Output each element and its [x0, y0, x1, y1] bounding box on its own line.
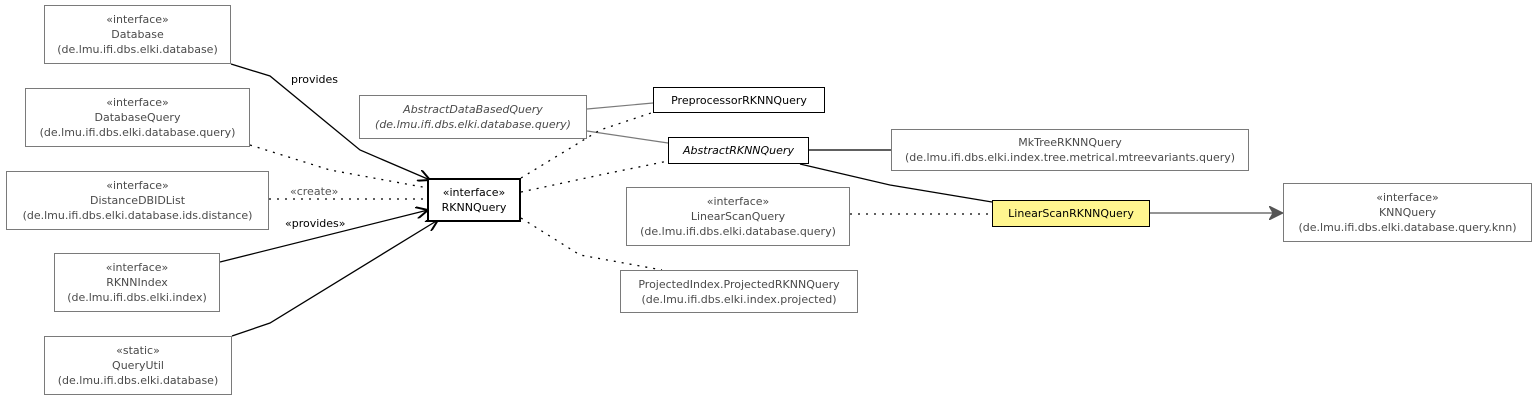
- edge-databasequery-dependency: [249, 144, 429, 189]
- class-name: LinearScanRKNNQuery: [1008, 207, 1134, 220]
- class-name: MkTreeRKNNQuery: [1018, 136, 1122, 149]
- class-abstractdatabasedquery[interactable]: AbstractDataBasedQuery (de.lmu.ifi.dbs.e…: [359, 95, 587, 139]
- package-name: (de.lmu.ifi.dbs.elki.database.ids.distan…: [22, 209, 253, 222]
- class-queryutil[interactable]: «static» QueryUtil (de.lmu.ifi.dbs.elki.…: [44, 336, 232, 395]
- package-name: (de.lmu.ifi.dbs.elki.database): [57, 43, 218, 56]
- class-linearscanquery[interactable]: «interface» LinearScanQuery (de.lmu.ifi.…: [626, 187, 850, 246]
- package-name: (de.lmu.ifi.dbs.elki.database.query): [39, 126, 236, 139]
- class-projectedrknnquery[interactable]: ProjectedIndex.ProjectedRKNNQuery (de.lm…: [620, 270, 858, 313]
- edge-rknnindex-provides: [219, 210, 428, 263]
- package-name: (de.lmu.ifi.dbs.elki.database.query): [375, 118, 571, 131]
- stereotype: «interface»: [106, 179, 169, 192]
- edge-label-create: «create»: [290, 185, 339, 198]
- stereotype: «interface»: [105, 261, 169, 274]
- edge-queryutil-rknnquery: [231, 220, 438, 337]
- class-name: Database: [111, 28, 164, 41]
- class-preprocessorrknnquery[interactable]: PreprocessorRKNNQuery: [653, 87, 825, 113]
- class-name: RKNNQuery: [441, 201, 507, 214]
- stereotype: «interface»: [706, 195, 770, 208]
- class-abstractrknnquery[interactable]: AbstractRKNNQuery: [668, 137, 809, 164]
- class-name: PreprocessorRKNNQuery: [671, 93, 807, 107]
- stereotype: «interface»: [442, 186, 506, 199]
- stereotype: «interface»: [1376, 191, 1439, 204]
- class-mktreerknnquery[interactable]: MkTreeRKNNQuery (de.lmu.ifi.dbs.elki.ind…: [891, 129, 1249, 171]
- class-database[interactable]: «interface» Database (de.lmu.ifi.dbs.elk…: [44, 5, 231, 64]
- edge-label-provides-stereotype: «provides»: [285, 217, 346, 230]
- edge-abstractrknn-linearscanrknn: [799, 163, 993, 203]
- package-name: (de.lmu.ifi.dbs.elki.database.query.knn): [1298, 221, 1517, 234]
- edge-label-provides: provides: [291, 73, 339, 86]
- edge-abstractdatabased-abstractrknn: [586, 130, 669, 144]
- package-name: (de.lmu.ifi.dbs.elki.index): [67, 291, 207, 304]
- package-name: (de.lmu.ifi.dbs.elki.index.projected): [641, 292, 837, 306]
- class-rknnquery[interactable]: «interface» RKNNQuery: [427, 178, 521, 222]
- class-name: DistanceDBIDList: [89, 194, 186, 207]
- class-name: AbstractDataBasedQuery: [403, 103, 543, 116]
- class-name: DatabaseQuery: [94, 111, 181, 124]
- class-databasequery[interactable]: «interface» DatabaseQuery (de.lmu.ifi.db…: [25, 88, 250, 147]
- class-rknnindex[interactable]: «interface» RKNNIndex (de.lmu.ifi.dbs.el…: [54, 253, 220, 312]
- package-name: (de.lmu.ifi.dbs.elki.database.query): [640, 225, 836, 238]
- class-name: KNNQuery: [1378, 206, 1437, 219]
- class-name: QueryUtil: [112, 359, 164, 372]
- package-name: (de.lmu.ifi.dbs.elki.database): [57, 374, 219, 387]
- edge-database-provides: [230, 63, 430, 180]
- class-knnquery[interactable]: «interface» KNNQuery (de.lmu.ifi.dbs.elk…: [1283, 183, 1532, 242]
- stereotype: «interface»: [106, 96, 169, 109]
- class-distancedbidlist[interactable]: «interface» DistanceDBIDList (de.lmu.ifi…: [6, 171, 269, 230]
- class-name: LinearScanQuery: [690, 210, 786, 223]
- edge-abstractrknn-realizes-rknnquery: [520, 160, 669, 193]
- edge-abstractdatabased-preprocessor: [586, 102, 654, 110]
- stereotype: «interface»: [106, 13, 169, 26]
- class-name: ProjectedIndex.ProjectedRKNNQuery: [638, 277, 840, 291]
- class-name: RKNNIndex: [106, 276, 168, 289]
- class-linearscanrknnquery[interactable]: LinearScanRKNNQuery: [992, 200, 1150, 227]
- class-name: AbstractRKNNQuery: [683, 144, 794, 157]
- package-name: (de.lmu.ifi.dbs.elki.index.tree.metrical…: [904, 151, 1236, 164]
- stereotype: «static»: [116, 344, 160, 357]
